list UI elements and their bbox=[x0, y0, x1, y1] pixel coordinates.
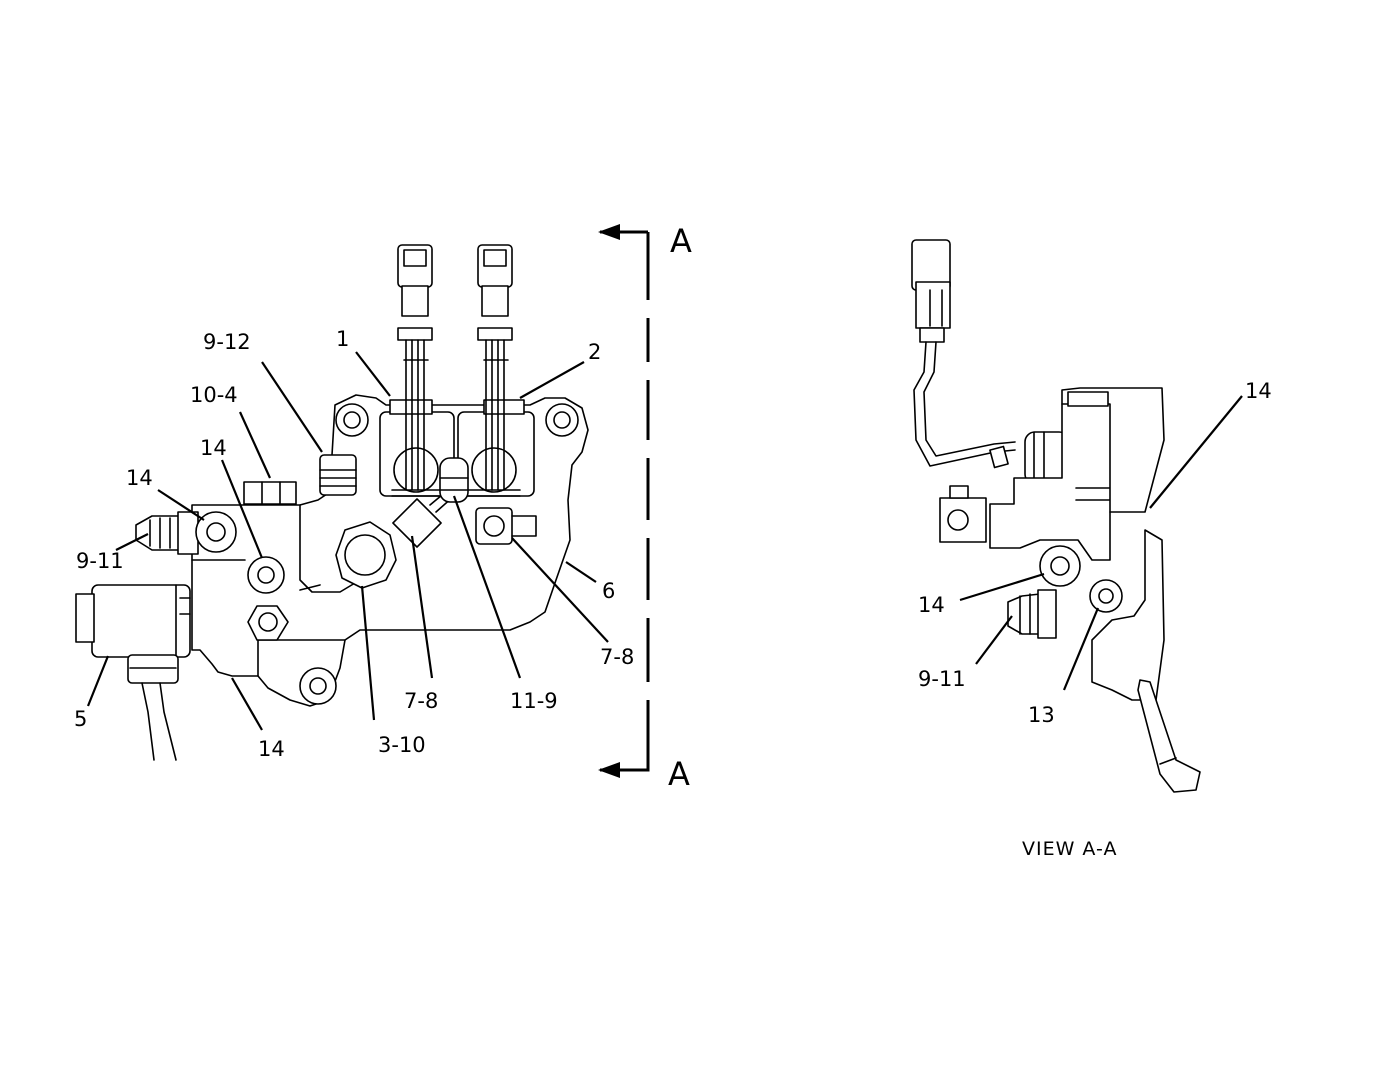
solenoid-cable bbox=[141, 682, 177, 761]
side-callout-14-left: 14 bbox=[918, 593, 945, 617]
callout-7-8-left: 7-8 bbox=[404, 689, 438, 713]
fitting-right bbox=[475, 507, 513, 545]
callout-11-9: 11-9 bbox=[510, 689, 558, 713]
side-fitting-left bbox=[939, 497, 987, 543]
side-lever bbox=[1137, 679, 1201, 793]
section-arrow-bottom bbox=[598, 762, 620, 778]
bolt-top bbox=[243, 481, 297, 505]
side-fitting-lower bbox=[1007, 593, 1041, 635]
section-label-bottom: A bbox=[668, 755, 690, 793]
fitting-center bbox=[439, 457, 469, 503]
section-label-top: A bbox=[670, 222, 692, 260]
side-plug-14 bbox=[1039, 545, 1081, 587]
fitting-top bbox=[319, 454, 357, 496]
side-mounting-plate bbox=[1091, 529, 1165, 701]
callout-9-11: 9-11 bbox=[76, 549, 124, 573]
callout-14-a: 14 bbox=[200, 436, 227, 460]
nut-lower bbox=[247, 605, 289, 641]
callout-5: 5 bbox=[74, 707, 87, 731]
mounting-ear-left bbox=[335, 403, 369, 437]
plug-upper-left bbox=[195, 511, 237, 553]
side-callout-9-11: 9-11 bbox=[918, 667, 966, 691]
port-plug-large bbox=[335, 521, 397, 589]
section-arrow-top bbox=[598, 224, 620, 240]
callout-14-c: 14 bbox=[258, 737, 285, 761]
callout-6: 6 bbox=[602, 579, 615, 603]
callout-10-4: 10-4 bbox=[190, 383, 238, 407]
callout-1: 1 bbox=[336, 327, 349, 351]
plug-middle bbox=[247, 556, 285, 594]
side-plug-13 bbox=[1089, 579, 1123, 613]
fitting-angled-left bbox=[392, 498, 442, 548]
side-body bbox=[989, 387, 1165, 561]
side-view bbox=[911, 239, 1243, 793]
callout-3-10: 3-10 bbox=[378, 733, 426, 757]
side-callout-14-top: 14 bbox=[1245, 379, 1272, 403]
callout-9-12: 9-12 bbox=[203, 330, 251, 354]
callout-7-8-right: 7-8 bbox=[600, 645, 634, 669]
callout-14-b: 14 bbox=[126, 466, 153, 490]
mounting-ear-right bbox=[545, 403, 579, 437]
fitting-left bbox=[135, 515, 181, 551]
section-line bbox=[600, 230, 650, 772]
callout-2: 2 bbox=[588, 340, 601, 364]
view-caption: VIEW A-A bbox=[1022, 838, 1117, 860]
side-callout-13: 13 bbox=[1028, 703, 1055, 727]
main-view bbox=[75, 224, 650, 778]
mounting-ear-bottom bbox=[299, 667, 337, 705]
